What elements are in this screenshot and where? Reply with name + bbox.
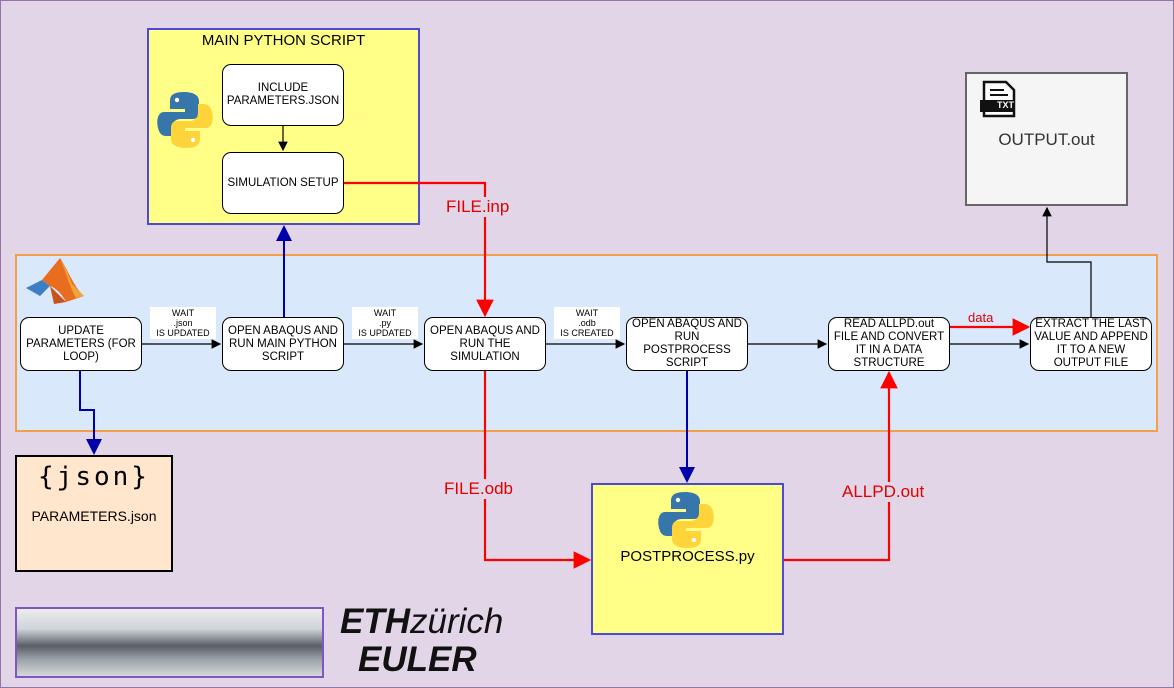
note-wait-odb: WAIT .odb IS CREATED xyxy=(554,307,620,339)
edge-setup-to-sim-inp xyxy=(344,181,494,318)
edge-extract-to-output xyxy=(1042,206,1092,317)
postprocess-label: POSTPROCESS.py xyxy=(620,548,755,565)
txt-file-icon xyxy=(980,80,1016,118)
node-read-allpd: READ ALLPD.out FILE AND CONVERT IT IN A … xyxy=(828,317,950,371)
node-open-abaqus-main: OPEN ABAQUS AND RUN MAIN PYTHON SCRIPT xyxy=(222,317,344,371)
matlab-loop-band xyxy=(15,254,1158,432)
postprocess-box xyxy=(591,483,784,635)
output-file-label: OUTPUT.out xyxy=(998,130,1095,149)
txt-icon-text: TXT xyxy=(997,100,1015,110)
parameters-json-box xyxy=(15,455,173,572)
python-logo-postprocess xyxy=(658,492,714,548)
note-wait-json: WAIT .json IS UPDATED xyxy=(150,307,216,339)
matlab-logo xyxy=(26,258,84,304)
edge-sim-to-postprocess-odb xyxy=(483,371,592,569)
euler-logo: EULER xyxy=(358,640,477,679)
label-data: data xyxy=(966,310,996,325)
label-file-inp: FILE.inp xyxy=(444,197,512,217)
node-open-abaqus-simulation: OPEN ABAQUS AND RUN THE SIMULATION xyxy=(424,317,546,371)
json-logo: {json} xyxy=(38,462,150,492)
edge-update-to-json xyxy=(79,371,102,455)
parameters-json-label: PARAMETERS.json xyxy=(31,508,157,524)
node-include-parameters: INCLUDE PARAMETERS.JSON xyxy=(222,64,344,126)
label-file-odb: FILE.odb xyxy=(442,479,515,499)
main-python-script-title: MAIN PYTHON SCRIPT xyxy=(201,32,366,49)
euler-cluster-photo xyxy=(15,607,324,678)
label-allpd-out: ALLPD.out xyxy=(840,482,927,502)
node-simulation-setup: SIMULATION SETUP xyxy=(222,152,344,214)
edge-postprocess-to-read-allpd xyxy=(784,370,898,562)
node-open-abaqus-postprocess: OPEN ABAQUS AND RUN POSTPROCESS SCRIPT xyxy=(626,317,748,371)
python-logo-main xyxy=(157,92,213,148)
node-extract-last-value: EXTRACT THE LAST VALUE AND APPEND IT TO … xyxy=(1030,317,1152,371)
node-update-parameters: UPDATE PARAMETERS (FOR LOOP) xyxy=(20,317,142,371)
note-wait-py: WAIT .py IS UPDATED xyxy=(352,307,418,339)
eth-zurich-logo: ETHzürich xyxy=(340,602,504,641)
